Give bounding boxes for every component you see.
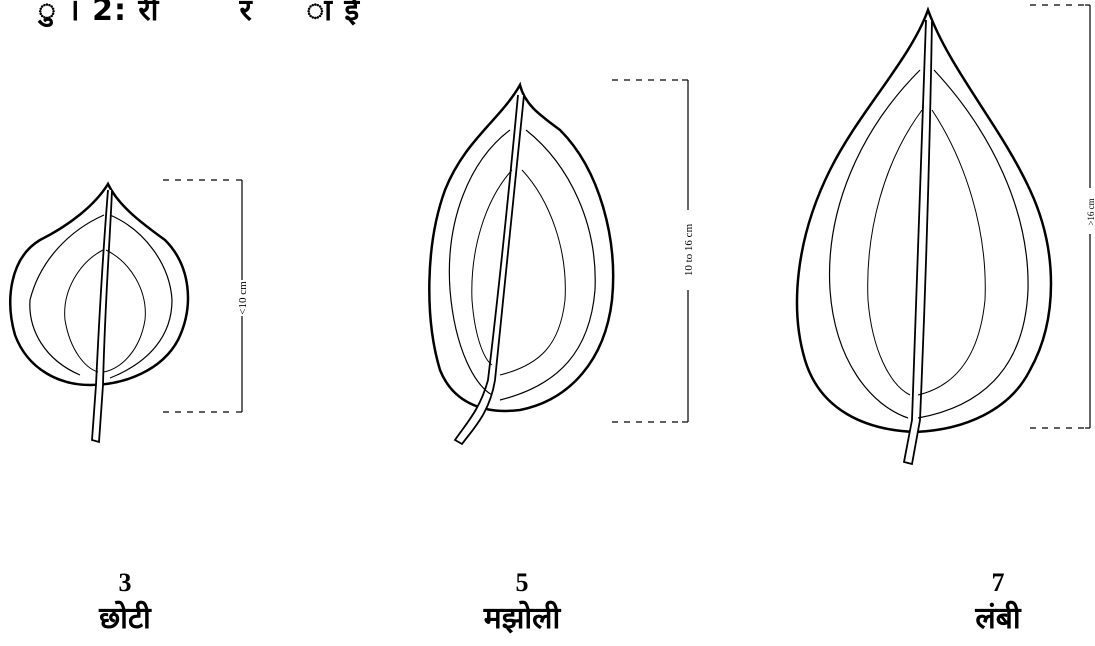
- leaf-medium: [429, 85, 613, 444]
- score-large: 7: [928, 568, 1068, 598]
- leaf-large: [797, 10, 1051, 464]
- category-small: छोटी: [25, 596, 225, 637]
- scale-bar-small: [163, 180, 248, 412]
- scale-bar-medium: [612, 80, 694, 422]
- category-large: लंबी: [898, 596, 1095, 637]
- score-small: 3: [55, 568, 195, 598]
- scale-label-small: <10 cm: [237, 281, 249, 315]
- leaf-small: [10, 184, 188, 442]
- category-medium: मझोली: [422, 596, 622, 637]
- scale-label-medium: 10 to 16 cm: [683, 223, 695, 276]
- scale-label-large: >16 cm: [1086, 198, 1095, 225]
- score-medium: 5: [452, 568, 592, 598]
